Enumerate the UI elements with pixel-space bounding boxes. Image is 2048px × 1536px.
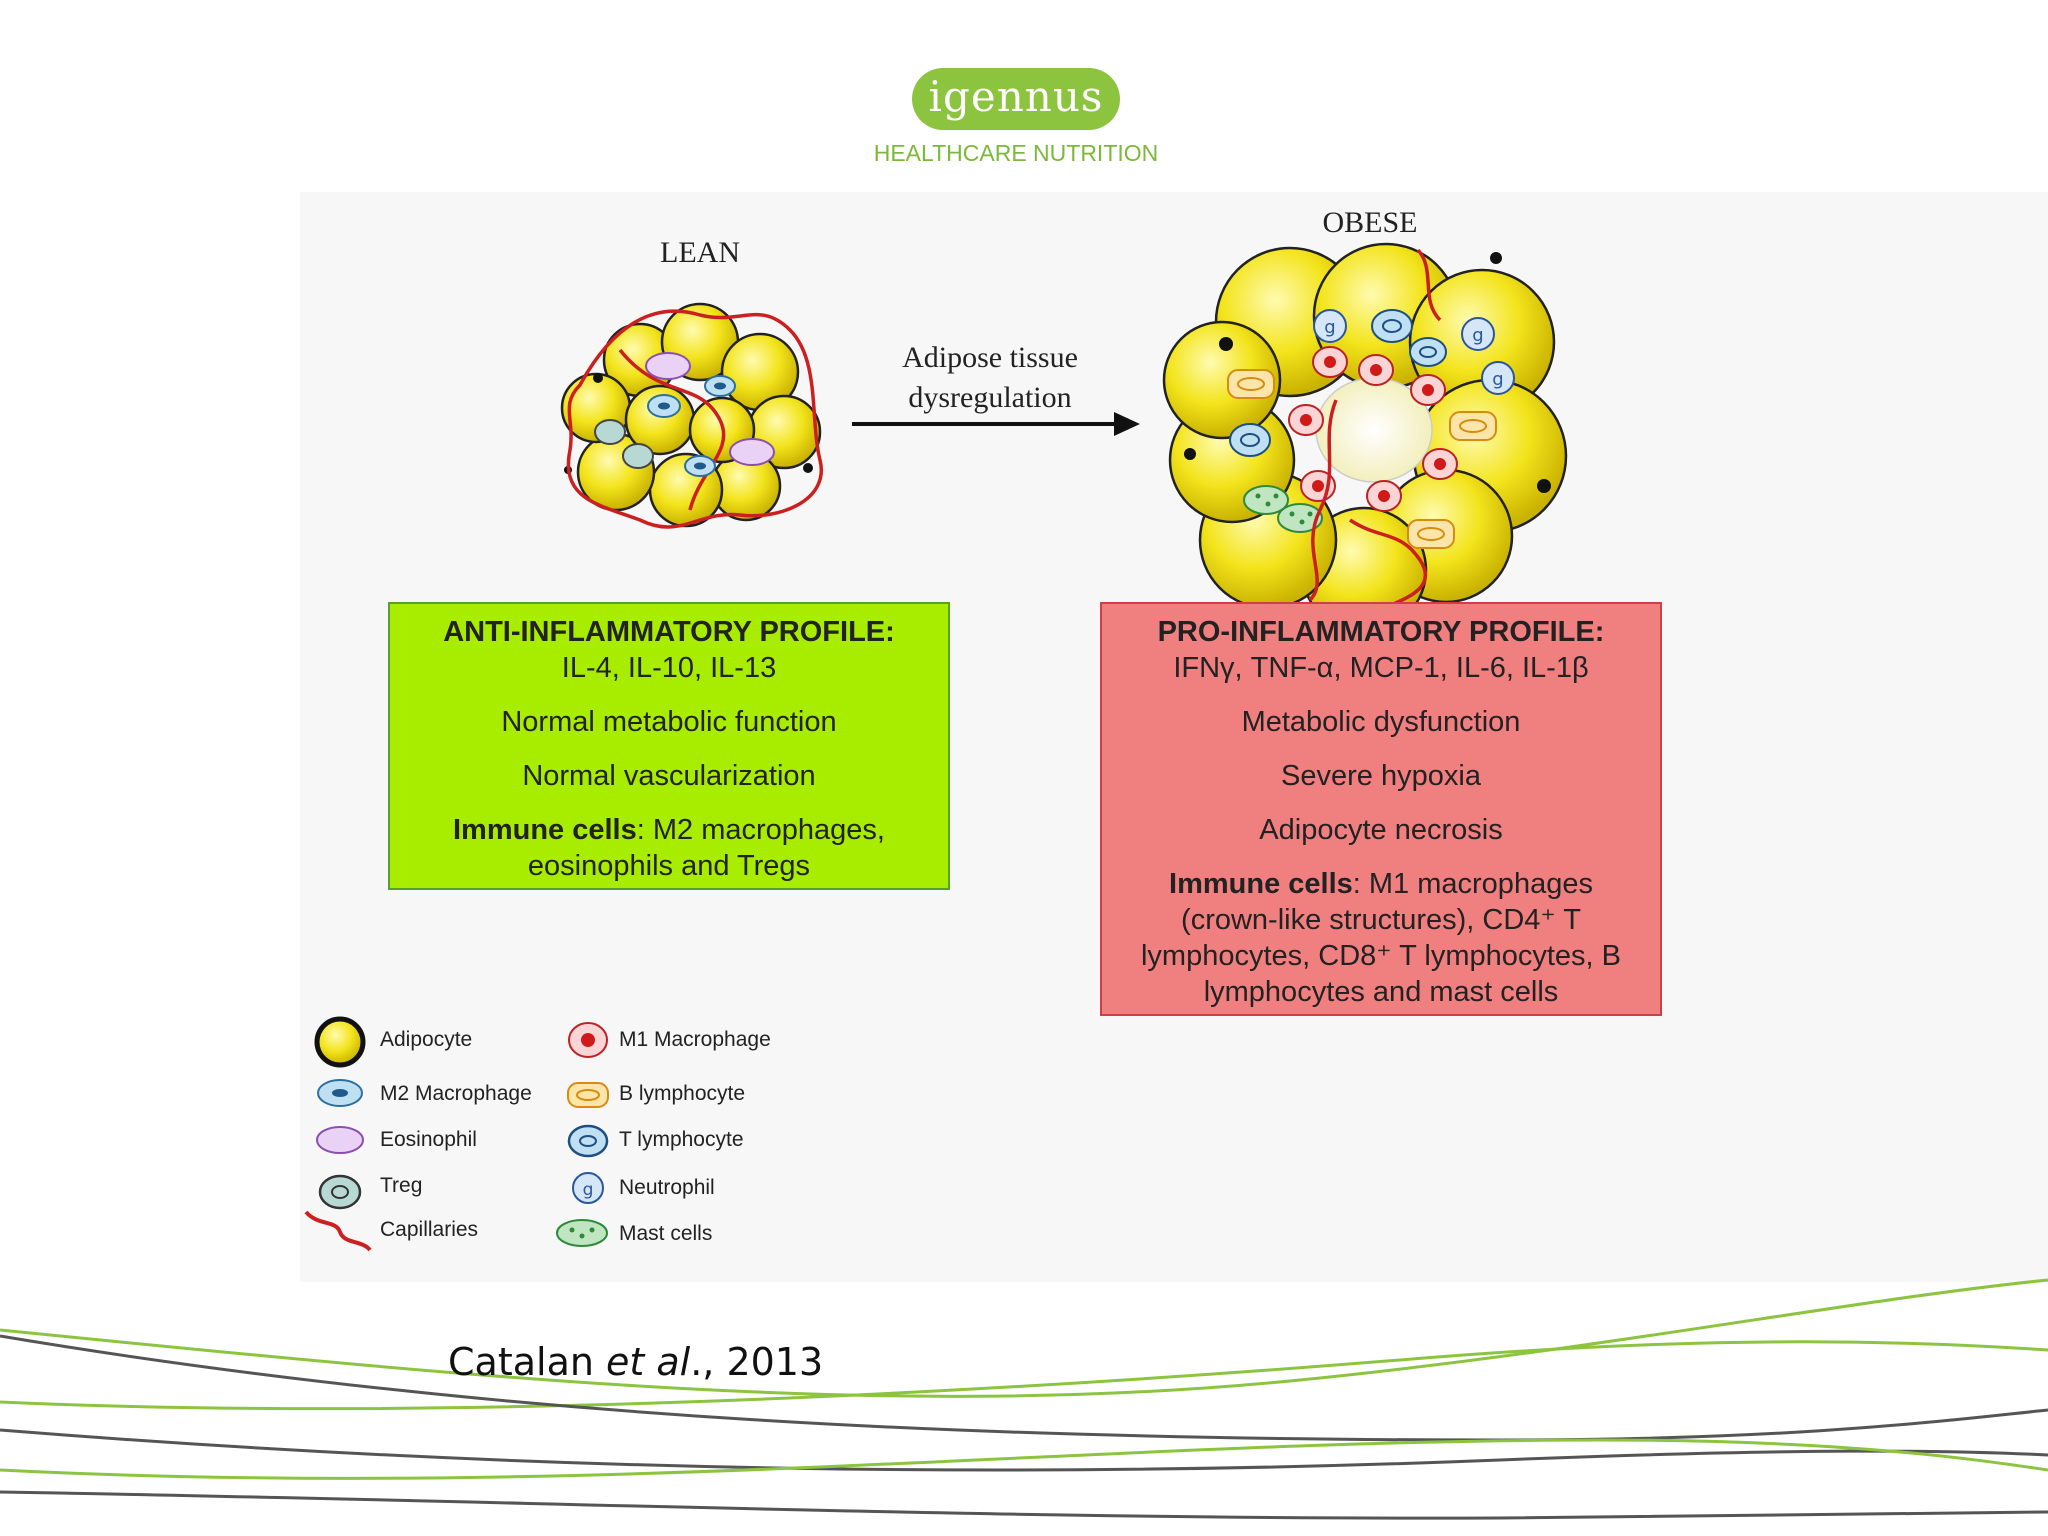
- pro-immune-text2: (crown-like structures), CD4⁺ T: [1181, 904, 1581, 936]
- pro-immune-text3: lymphocytes, CD8⁺ T lymphocytes, B: [1140, 940, 1621, 972]
- pro-cytokines: IFNγ, TNF-α, MCP-1, IL-6, IL-1β: [1173, 652, 1589, 684]
- pro-immune-label: Immune cells: [1169, 868, 1353, 900]
- pro-line1: Metabolic dysfunction: [1241, 706, 1521, 738]
- svg-text:g: g: [1472, 325, 1483, 346]
- m2-macrophage-icon: [317, 1079, 363, 1107]
- citation-year: ., 2013: [690, 1340, 824, 1384]
- citation: Catalan et al., 2013: [448, 1340, 823, 1384]
- eosinophil-icon: [316, 1126, 364, 1154]
- legend-label-neutrophil: Neutrophil: [619, 1176, 715, 1199]
- b-lymphocyte-icon: [567, 1082, 609, 1108]
- dysregulation-arrow: [852, 412, 1140, 436]
- anti-line2: Normal vascularization: [522, 760, 816, 792]
- arrow-label-line2: dysregulation: [908, 381, 1072, 414]
- m1-macrophage-icon: [568, 1022, 608, 1058]
- treg-icon: [318, 1174, 362, 1210]
- legend-label-eosinophil: Eosinophil: [380, 1128, 477, 1151]
- brand-logo: igennus: [912, 68, 1120, 130]
- anti-immune-text2: eosinophils and Tregs: [527, 850, 811, 882]
- capillary-icon: [304, 1210, 372, 1252]
- pro-immune-text: : M1 macrophages: [1352, 868, 1593, 900]
- pro-line2: Severe hypoxia: [1281, 760, 1481, 792]
- pro-immune-text4: lymphocytes and mast cells: [1203, 976, 1559, 1008]
- mast-cell-icon: [556, 1219, 608, 1247]
- t-lymphocyte-icon: [567, 1124, 609, 1158]
- anti-immune-cells: Immune cells: M2 macrophages,: [390, 812, 948, 848]
- citation-author: Catalan: [448, 1340, 607, 1384]
- arrow-label-line1: Adipose tissue: [902, 341, 1078, 374]
- svg-text:g: g: [1492, 369, 1503, 390]
- legend-label-treg: Treg: [380, 1174, 423, 1197]
- pro-inflammatory-box: PRO-INFLAMMATORY PROFILE: IFNγ, TNF-α, M…: [1100, 602, 1662, 1016]
- legend-label-t-lymphocyte: T lymphocyte: [619, 1128, 744, 1151]
- anti-immune-label: Immune cells: [453, 814, 637, 846]
- legend-label-mast-cells: Mast cells: [619, 1222, 713, 1245]
- lean-title: LEAN: [660, 236, 740, 269]
- svg-text:g: g: [583, 1180, 594, 1200]
- legend-label-m2-macrophage: M2 Macrophage: [380, 1082, 532, 1105]
- adipocyte-icon: [314, 1016, 366, 1068]
- neutrophil-icon: g: [572, 1172, 604, 1204]
- legend-icons: g: [304, 1016, 609, 1252]
- pro-heading: PRO-INFLAMMATORY PROFILE:: [1157, 616, 1605, 648]
- arrow-label: Adipose tissue dysregulation: [860, 338, 1120, 418]
- anti-heading: ANTI-INFLAMMATORY PROFILE:: [443, 616, 895, 648]
- legend-label-adipocyte: Adipocyte: [380, 1028, 473, 1051]
- anti-inflammatory-box: ANTI-INFLAMMATORY PROFILE: IL-4, IL-10, …: [388, 602, 950, 890]
- legend-label-m1-macrophage: M1 Macrophage: [619, 1028, 771, 1051]
- legend-label-b-lymphocyte: B lymphocyte: [619, 1082, 746, 1105]
- anti-immune-text: : M2 macrophages,: [636, 814, 885, 846]
- obese-title: OBESE: [1322, 206, 1418, 239]
- citation-etal: et al: [606, 1340, 691, 1384]
- decorative-waves: [0, 1278, 2048, 1520]
- pro-line3: Adipocyte necrosis: [1259, 814, 1503, 846]
- anti-cytokines: IL-4, IL-10, IL-13: [561, 652, 777, 684]
- svg-text:g: g: [1324, 317, 1335, 338]
- anti-line1: Normal metabolic function: [501, 706, 837, 738]
- obese-adipose-cluster: g g g: [1162, 242, 1568, 634]
- pro-immune-cells: Immune cells: M1 macrophages: [1102, 866, 1660, 902]
- lean-adipose-cluster: [560, 302, 824, 529]
- legend-label-capillaries: Capillaries: [380, 1218, 479, 1241]
- brand-tagline: HEALTHCARE NUTRITION: [873, 140, 1159, 166]
